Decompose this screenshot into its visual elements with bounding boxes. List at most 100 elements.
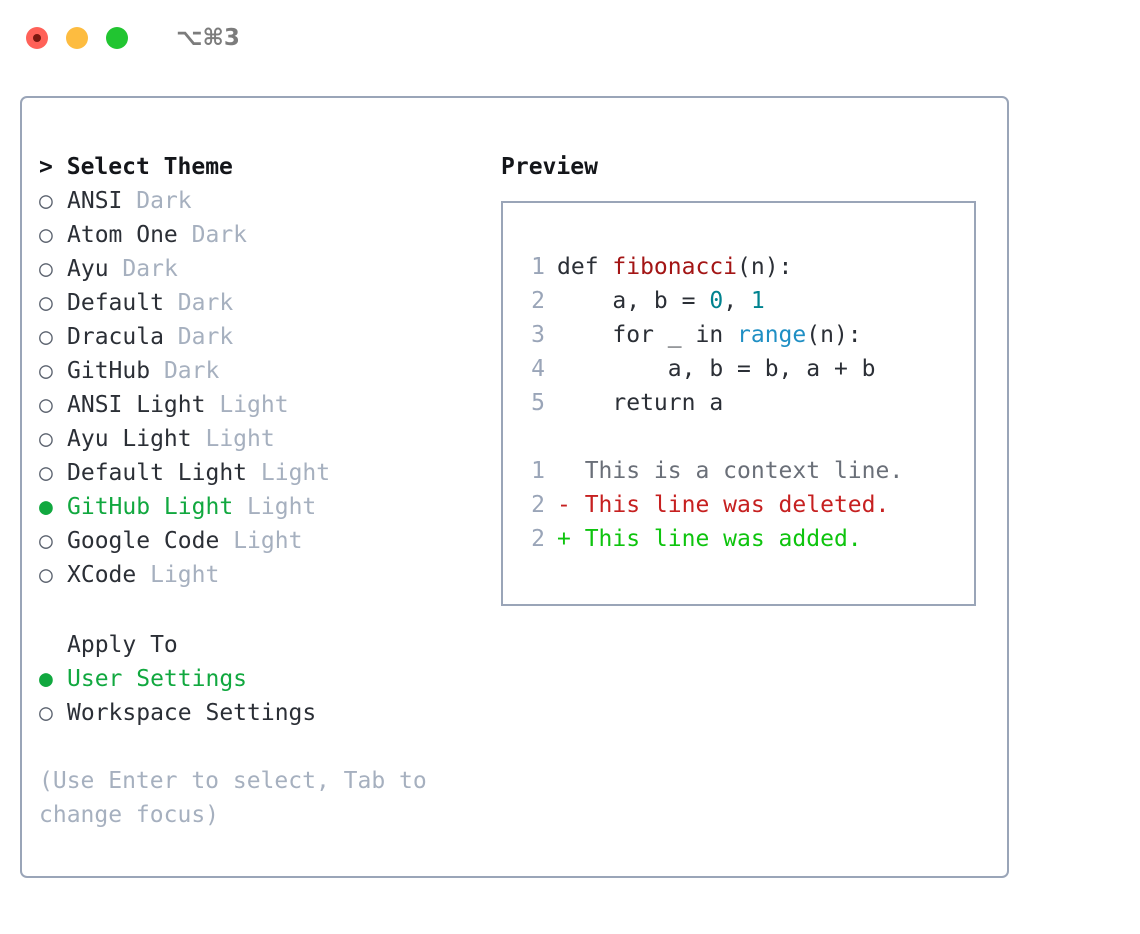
radio-unselected-icon: ○ bbox=[39, 528, 53, 554]
code-token-plain: (n): bbox=[737, 254, 793, 280]
select-theme-header: > Select Theme bbox=[39, 150, 479, 184]
theme-option-default-light[interactable]: ○ Default Light Light bbox=[39, 456, 479, 490]
theme-option-label: ANSI bbox=[67, 188, 123, 214]
theme-picker-panel: > Select Theme ○ANSI Dark○Atom One Dark○… bbox=[20, 96, 1009, 878]
theme-option-label: ANSI Light bbox=[67, 392, 206, 418]
preview-title: Preview bbox=[501, 154, 598, 180]
apply-to-option-label: Workspace Settings bbox=[67, 700, 317, 726]
theme-option-default[interactable]: ○ Default Dark bbox=[39, 286, 479, 320]
theme-option-label: GitHub bbox=[67, 358, 151, 384]
theme-option-variant-tag: Light bbox=[233, 528, 303, 554]
apply-to-header: Apply To bbox=[67, 632, 178, 658]
code-token-number: 1 bbox=[750, 288, 765, 314]
apply-to-option-user-settings[interactable]: ● User Settings bbox=[39, 662, 479, 696]
theme-option-variant-tag: Light bbox=[247, 494, 317, 520]
code-token-function: fibonacci bbox=[612, 254, 738, 280]
theme-option-github[interactable]: ○ GitHub Dark bbox=[39, 354, 479, 388]
theme-option-label: XCode bbox=[67, 562, 137, 588]
radio-unselected-icon: ○ bbox=[39, 324, 53, 350]
close-button-icon[interactable] bbox=[26, 27, 48, 49]
diff-sample: 1 This is a context line. 2 - This line wa… bbox=[521, 454, 974, 556]
code-token-plain: , bbox=[723, 288, 751, 314]
line-number: 2 bbox=[531, 526, 545, 552]
diff-line-text: + This line was added. bbox=[557, 526, 862, 552]
diff-line-context: 1 This is a context line. bbox=[521, 454, 974, 488]
theme-option-dracula[interactable]: ○ Dracula Dark bbox=[39, 320, 479, 354]
radio-unselected-icon: ○ bbox=[39, 562, 53, 588]
radio-unselected-icon: ○ bbox=[39, 392, 53, 418]
theme-option-label: Ayu Light bbox=[67, 426, 192, 452]
code-line: 5 return a bbox=[521, 386, 974, 420]
caret-icon: > bbox=[39, 154, 53, 180]
line-number: 1 bbox=[531, 254, 545, 280]
diff-line-added: 2 + This line was added. bbox=[521, 522, 974, 556]
diff-line-removed: 2 - This line was deleted. bbox=[521, 488, 974, 522]
maximize-button-icon[interactable] bbox=[106, 27, 128, 49]
theme-option-variant-tag: Dark bbox=[163, 358, 220, 384]
radio-selected-icon: ● bbox=[39, 494, 53, 520]
theme-option-atom-one[interactable]: ○ Atom One Dark bbox=[39, 218, 479, 252]
line-number: 2 bbox=[531, 492, 545, 518]
line-number: 3 bbox=[531, 322, 545, 348]
theme-option-google-code[interactable]: ○ Google Code Light bbox=[39, 524, 479, 558]
radio-unselected-icon: ○ bbox=[39, 358, 53, 384]
window-controls bbox=[26, 27, 146, 49]
theme-option-label: Google Code bbox=[67, 528, 220, 554]
code-token-plain: for _ in bbox=[557, 322, 738, 348]
theme-option-variant-tag: Dark bbox=[177, 324, 234, 350]
theme-option-ansi-light[interactable]: ○ ANSI Light Light bbox=[39, 388, 479, 422]
theme-option-variant-tag: Dark bbox=[177, 290, 234, 316]
code-token-plain: a, b = bbox=[557, 288, 710, 314]
apply-to-list: ● User Settings ○ Workspace Settings bbox=[39, 662, 479, 730]
keyboard-hint-text: (Use Enter to select, Tab to change focu… bbox=[39, 768, 441, 828]
theme-option-ayu-light[interactable]: ○Ayu Light Light bbox=[39, 422, 479, 456]
apply-to-option-workspace-settings[interactable]: ○ Workspace Settings bbox=[39, 696, 479, 730]
title-bar: ⌥⌘3 bbox=[0, 0, 1140, 76]
line-number: 4 bbox=[531, 356, 545, 382]
code-token-call: range bbox=[737, 322, 807, 348]
theme-option-label: Dracula bbox=[67, 324, 164, 350]
radio-selected-icon: ● bbox=[39, 666, 53, 692]
select-theme-header-label: Select Theme bbox=[66, 154, 233, 180]
theme-option-variant-tag: Light bbox=[150, 562, 220, 588]
code-token-plain: def bbox=[557, 254, 613, 280]
radio-unselected-icon: ○ bbox=[39, 460, 53, 486]
code-line: 4 a, b = b, a + b bbox=[521, 352, 974, 386]
radio-unselected-icon: ○ bbox=[39, 426, 53, 452]
code-token-plain: return a bbox=[557, 390, 724, 416]
radio-unselected-icon: ○ bbox=[39, 290, 53, 316]
theme-option-variant-tag: Dark bbox=[191, 222, 248, 248]
theme-selection-column: > Select Theme ○ANSI Dark○Atom One Dark○… bbox=[39, 150, 479, 832]
code-line: 3 for _ in range(n): bbox=[521, 318, 974, 352]
theme-option-label: Default bbox=[67, 290, 164, 316]
theme-list: ○ ANSI Dark ○ Atom One Dark ○ Ayu Dark ○ Defaul… bbox=[39, 184, 479, 592]
line-number: 5 bbox=[531, 390, 545, 416]
theme-option-variant-tag: Dark bbox=[136, 188, 192, 214]
radio-unselected-icon: ○ bbox=[39, 256, 53, 282]
theme-option-variant-tag: Light bbox=[219, 392, 289, 418]
theme-option-github-light[interactable]: ●GitHub Light Light bbox=[39, 490, 479, 524]
theme-option-variant-tag: Dark bbox=[122, 256, 178, 282]
minimize-button-icon[interactable] bbox=[66, 27, 88, 49]
code-token-number: 0 bbox=[709, 288, 724, 314]
apply-to-option-label: User Settings bbox=[67, 666, 248, 692]
line-number: 1 bbox=[531, 458, 545, 484]
radio-unselected-icon: ○ bbox=[39, 188, 53, 214]
code-token-plain: (n): bbox=[806, 322, 862, 348]
radio-unselected-icon: ○ bbox=[39, 222, 53, 248]
theme-option-label: Atom One bbox=[67, 222, 178, 248]
theme-option-xcode[interactable]: ○ XCode Light bbox=[39, 558, 479, 592]
theme-option-variant-tag: Light bbox=[260, 460, 331, 486]
line-number: 2 bbox=[531, 288, 545, 314]
keyboard-shortcut-label: ⌥⌘3 bbox=[176, 25, 240, 51]
diff-line-text: This is a context line. bbox=[557, 458, 904, 484]
theme-option-label: Ayu bbox=[67, 256, 109, 282]
radio-unselected-icon: ○ bbox=[39, 700, 53, 726]
theme-option-ansi[interactable]: ○ ANSI Dark bbox=[39, 184, 479, 218]
theme-option-label: Default Light bbox=[67, 460, 248, 486]
diff-line-text: - This line was deleted. bbox=[557, 492, 890, 518]
theme-option-ayu[interactable]: ○ Ayu Dark bbox=[39, 252, 479, 286]
